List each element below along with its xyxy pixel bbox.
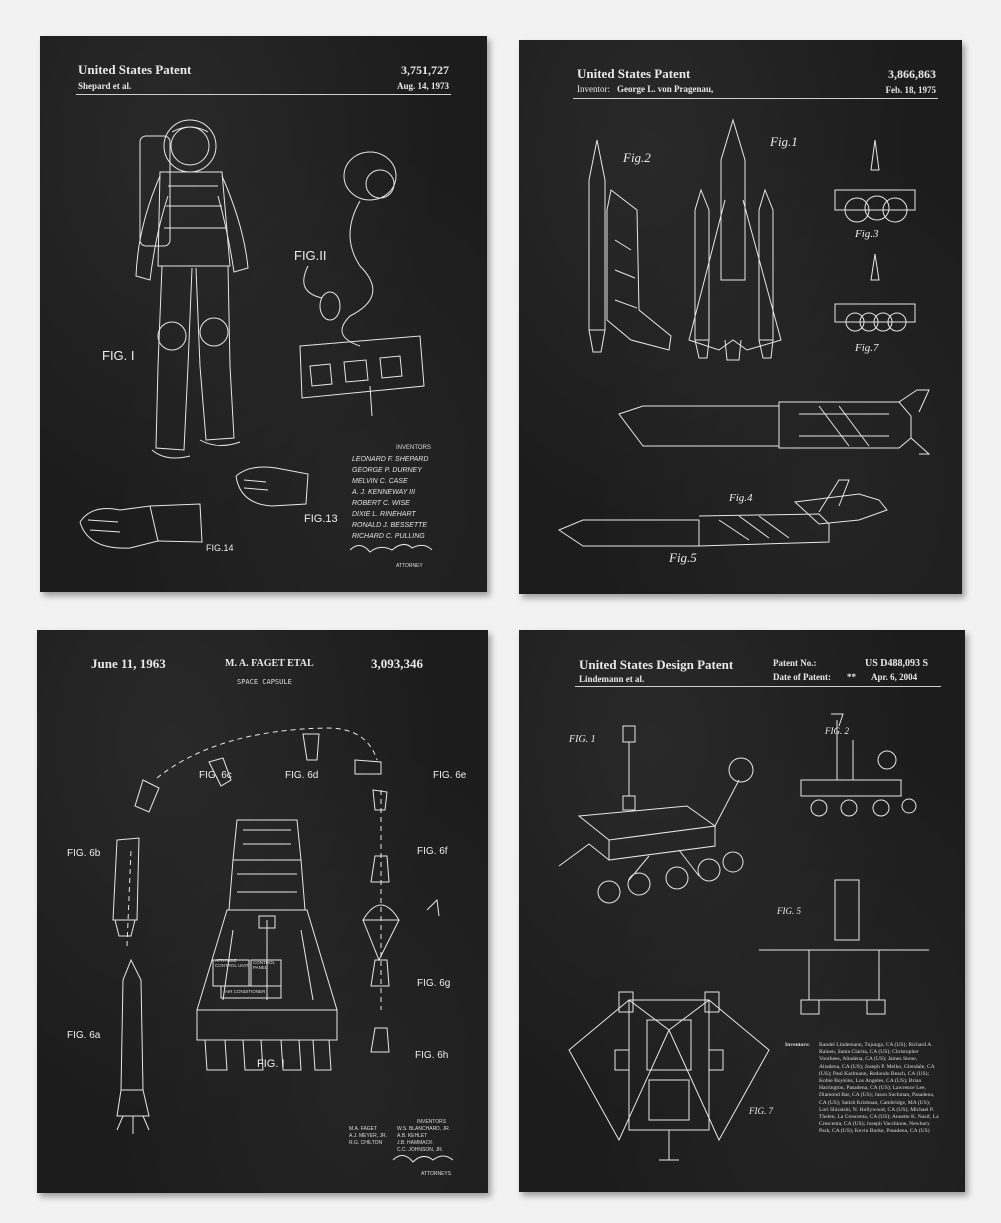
patent-date: Aug. 14, 1973 [396, 81, 449, 91]
inventor-name: RICHARD C. PULLING [352, 533, 425, 540]
inventor-name: RONALD J. BESSETTE [352, 522, 428, 529]
inventor-name: A.J. MEYER, JR. [349, 1133, 388, 1139]
attitude-control-label: ATTITUDE CONTROL UNIT [215, 958, 249, 968]
attorney-signature [392, 1155, 454, 1163]
inventors-heading: INVENTORS [396, 445, 431, 451]
inventors-list: LEONARD F. SHEPARD GEORGE P. DURNEY MELV… [352, 454, 428, 542]
attorney-label: ATTORNEY [396, 563, 423, 569]
figure-label-6e: FIG. 6e [433, 770, 467, 781]
figure-label-2: FIG. 2 [825, 726, 849, 736]
inventor-name: MELVIN C. CASE [352, 478, 408, 485]
date-of-patent-label: Date of Patent: [773, 672, 831, 682]
air-conditioner-label: AIR CONDITIONER [225, 989, 266, 994]
figure-label-14: FIG.14 [206, 543, 234, 553]
figure-label-5: Fig.5 [669, 550, 697, 565]
spacesuit-drawing [79, 119, 425, 549]
figure-label-4: Fig.4 [729, 492, 753, 504]
figure-label-6c: FIG. 6c [199, 770, 232, 781]
figure-label-11: FIG.II [294, 248, 327, 263]
inventor-name: J.B. HAMMACK [397, 1140, 433, 1146]
figure-label-6b: FIG. 6b [67, 848, 101, 859]
inventor-name: ROBERT C. WISE [352, 500, 410, 507]
header-inventor: Shepard et al. [78, 81, 132, 91]
inventor-name: A. J. KENNEWAY III [352, 489, 416, 496]
capsule-drawing [112, 727, 440, 1134]
figure-label-6g: FIG. 6g [417, 978, 451, 989]
patent-date: Apr. 6, 2004 [871, 672, 918, 682]
inventor-name: M.A. FAGET [349, 1126, 378, 1132]
patent-title: M. A. FAGET ETAL [225, 658, 314, 669]
figure-label-1: FIG. I [257, 1058, 285, 1070]
inventors-text: Randel Lindemann, Tujunga, CA (US); Rich… [819, 1042, 939, 1135]
patent-date: Feb. 18, 1975 [885, 85, 937, 95]
inventors-heading: INVENTORS [417, 1119, 447, 1125]
inventor-name: GEORGE P. DURNEY [352, 467, 422, 474]
figure-label-6a: FIG. 6a [67, 1030, 101, 1041]
attorneys-label: ATTORNEYS [421, 1171, 452, 1177]
figure-label-1: FIG. I [102, 348, 135, 363]
figure-label-6h: FIG. 6h [415, 1050, 449, 1061]
poster-mars-rover-design-patent: United States Design Patent Lindemann et… [519, 630, 965, 1192]
inventors-label: Inventors: [785, 1042, 810, 1048]
inventor-name: George L. von Pragenau, [617, 84, 714, 94]
inventors-column-2: W.S. BLANCHARD, JR. A.B. KEHLET J.B. HAM… [397, 1126, 450, 1154]
date-marker: ** [847, 672, 856, 682]
control-panel-label: CONTROL PANEL [253, 960, 275, 970]
figure-label-6f: FIG. 6f [417, 846, 448, 857]
inventor-name: R.G. CHILTON [349, 1140, 383, 1146]
patent-subtitle: SPACE CAPSULE [237, 678, 292, 686]
patent-number: 3,866,863 [888, 67, 936, 81]
figure-label-1: FIG. 1 [569, 734, 596, 745]
shuttle-drawing [557, 118, 931, 547]
poster-space-shuttle-patent: United States Patent 3,866,863 Inventor:… [519, 40, 962, 594]
poster-space-capsule-patent: June 11, 1963 M. A. FAGET ETAL 3,093,346… [37, 630, 488, 1193]
inventor-name: A.B. KEHLET [397, 1133, 428, 1139]
header-title: United States Patent [78, 62, 192, 77]
figure-label-5: FIG. 5 [777, 906, 801, 916]
figure-label-7: Fig.7 [855, 342, 879, 354]
inventor-name: C.C. JOHNSON, JR. [397, 1147, 444, 1153]
inventor-name: LEONARD F. SHEPARD [352, 456, 429, 463]
figure-label-6d: FIG. 6d [285, 770, 319, 781]
inventors-column-1: M.A. FAGET A.J. MEYER, JR. R.G. CHILTON [349, 1126, 387, 1147]
figure-label-1: Fig.1 [770, 134, 798, 149]
header-rule [76, 94, 451, 95]
patent-no-label: Patent No.: [773, 658, 817, 668]
header-title: United States Design Patent [579, 657, 734, 672]
header-title: United States Patent [577, 66, 691, 81]
figure-label-2: Fig.2 [623, 150, 651, 165]
inventor-label: Inventor: [577, 84, 610, 94]
rover-drawing [558, 713, 929, 1161]
attorney-signature [349, 544, 433, 553]
patent-number: US D488,093 S [865, 658, 929, 669]
inventor-name: W.S. BLANCHARD, JR. [397, 1126, 451, 1132]
figure-label-7: FIG. 7 [749, 1106, 773, 1116]
poster-spacesuit-patent: United States Patent 3,751,727 Shepard e… [40, 36, 487, 592]
figure-label-3: Fig.3 [855, 228, 879, 240]
patent-number: 3,093,346 [371, 656, 423, 671]
header-rule [575, 686, 941, 687]
patent-date: June 11, 1963 [91, 656, 166, 671]
header-inventor: Lindemann et al. [579, 674, 645, 684]
figure-label-13: FIG.13 [304, 513, 338, 525]
patent-number: 3,751,727 [401, 63, 449, 77]
inventor-name: DIXIE L. RINEHART [352, 511, 416, 518]
header-rule [573, 98, 938, 99]
